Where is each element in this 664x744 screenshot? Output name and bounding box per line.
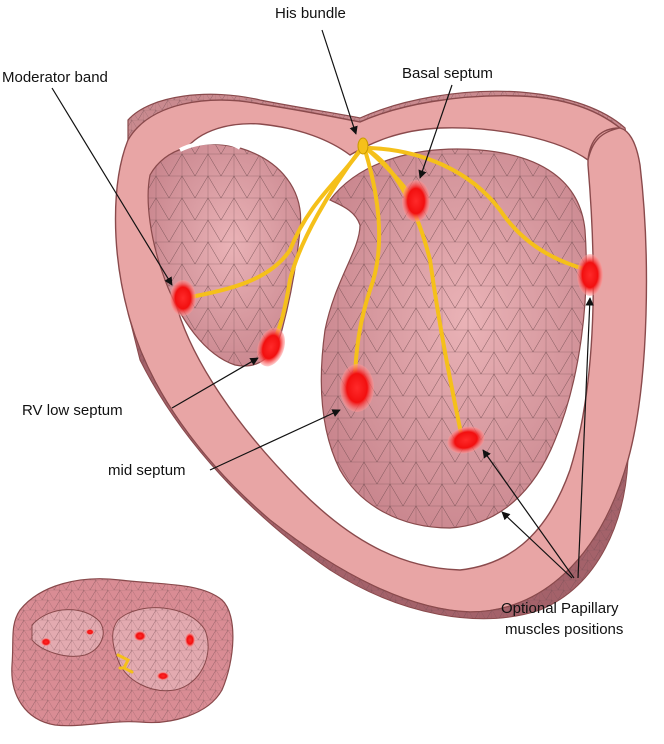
label-his-bundle: His bundle xyxy=(275,5,346,22)
fiber-to-lv-apex xyxy=(366,148,464,440)
site-mid-septum xyxy=(340,364,374,412)
inset-fiber xyxy=(116,653,134,674)
label-basal-septum: Basal septum xyxy=(402,65,493,82)
label-mid-septum: mid septum xyxy=(108,462,186,479)
heart-section xyxy=(114,90,648,620)
label-moderator-band: Moderator band xyxy=(2,69,108,86)
arrow-rv-low-septum xyxy=(171,357,259,409)
stimulation-sites xyxy=(170,180,603,454)
annotation-arrows xyxy=(51,29,594,579)
label-rv-low-septum: RV low septum xyxy=(22,402,123,419)
arrow-mid-septum xyxy=(209,409,341,471)
arrow-papillary-apex xyxy=(482,449,575,579)
arrow-papillary-wall xyxy=(501,511,573,579)
arrow-moderator-band xyxy=(51,87,173,286)
arrow-his-bundle xyxy=(321,29,358,135)
inset-heart-base-view xyxy=(11,578,234,727)
fiber-to-mid-septum xyxy=(353,148,382,387)
labels: His bundle Moderator band Basal septum R… xyxy=(2,5,623,638)
site-moderator-band xyxy=(170,280,196,316)
label-papillary-line1: Optional Papillary xyxy=(501,600,619,617)
site-basal-septum xyxy=(402,180,430,222)
site-lv-lateral xyxy=(577,254,603,296)
arrow-papillary-lateral xyxy=(577,297,594,579)
fiber-to-lv-lateral xyxy=(368,146,590,272)
label-papillary-line2: muscles positions xyxy=(505,621,623,638)
his-bundle-node xyxy=(357,137,369,155)
fiber-to-rv-low-septum xyxy=(270,148,362,347)
site-lv-apex xyxy=(447,426,485,454)
site-rv-low-septum xyxy=(256,327,286,367)
arrow-basal-septum xyxy=(418,84,453,179)
